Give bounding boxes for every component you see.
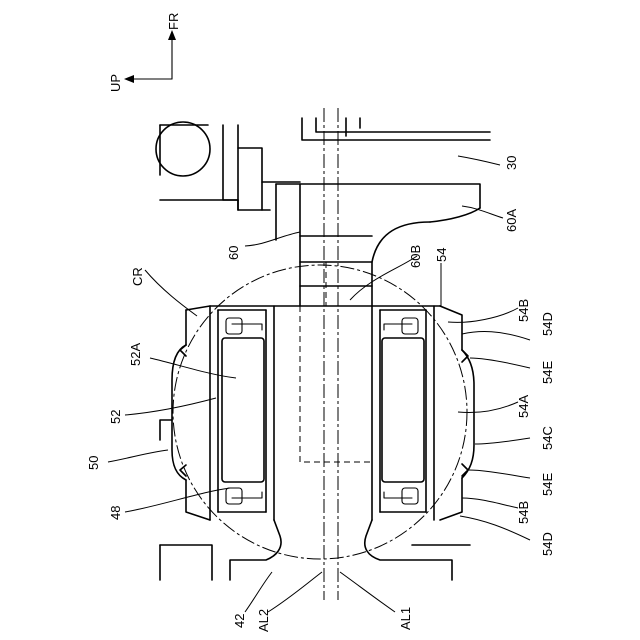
arm-60 xyxy=(276,184,480,306)
label-54C: 54C xyxy=(540,426,555,450)
up-label: UP xyxy=(108,74,123,92)
label-54E-top: 54E xyxy=(540,361,555,384)
label-54B-bot: 54B xyxy=(516,501,531,524)
housing-54 xyxy=(160,306,474,520)
label-AL2: AL2 xyxy=(256,609,271,632)
label-60B: 60B xyxy=(408,245,423,268)
label-54-top: 54 xyxy=(434,248,449,262)
circle-CR xyxy=(173,265,467,559)
upper-mount xyxy=(156,122,300,210)
label-50: 50 xyxy=(86,456,101,470)
orientation-indicator xyxy=(124,30,176,83)
label-52A: 52A xyxy=(128,343,143,366)
fr-label: FR xyxy=(166,13,181,30)
frame-member-30 xyxy=(302,118,490,140)
label-54A: 54A xyxy=(516,395,531,418)
label-54E-bot: 54E xyxy=(540,473,555,496)
label-52: 52 xyxy=(108,410,123,424)
label-30: 30 xyxy=(504,156,519,170)
label-54D-top: 54D xyxy=(540,312,555,336)
bearing-52-right xyxy=(372,306,434,520)
bore-60B xyxy=(300,262,372,462)
label-CR: CR xyxy=(130,267,145,286)
label-54B-top: 54B xyxy=(516,299,531,322)
label-AL1: AL1 xyxy=(398,607,413,630)
bearing-52-left xyxy=(210,306,274,520)
label-48: 48 xyxy=(108,506,123,520)
label-60: 60 xyxy=(226,246,241,260)
label-54D-bot: 54D xyxy=(540,532,555,556)
shaft-42 xyxy=(160,520,470,580)
label-60A: 60A xyxy=(504,209,519,232)
label-42: 42 xyxy=(232,614,247,628)
